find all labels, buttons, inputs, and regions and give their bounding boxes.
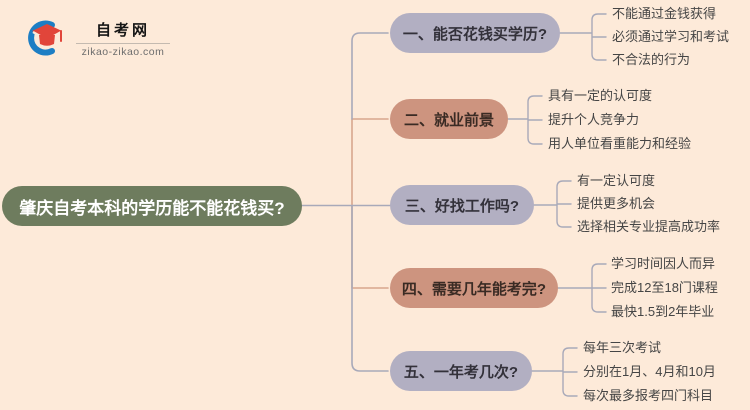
child-topic: 提供更多机会 [577,196,656,211]
bracket-branch-3 [533,180,572,228]
child-topic: 用人单位看重能力和经验 [548,136,692,151]
child-topic: 分别在1月、4月和10月 [583,364,716,379]
child-topic: 最快1.5到2年毕业 [611,304,715,319]
child-topic: 提升个人竞争力 [548,112,640,127]
child-topic: 每年三次考试 [583,340,662,355]
child-topic: 有一定认可度 [577,173,656,188]
child-topic: 不能通过金钱获得 [612,6,717,21]
child-topic: 具有一定的认可度 [548,88,653,103]
child-topic: 每次最多报考四门科目 [583,388,714,403]
child-topic: 必须通过学习和考试 [612,29,730,44]
branch-node-1: 一、能否花钱买学历? [390,13,560,53]
connector-branch-2 [351,118,389,207]
connector-branch-5 [351,205,389,372]
connector-branch-4 [351,205,389,289]
bracket-branch-2 [507,95,543,145]
connector-branch-1 [351,32,389,120]
root-node: 肇庆自考本科的学历能不能花钱买? [2,186,302,226]
child-topic: 选择相关专业提高成功率 [577,219,721,234]
bracket-branch-5 [531,347,578,397]
child-topic: 完成12至18门课程 [611,280,718,295]
site-name: 自考网 [95,22,150,39]
branch-node-4: 四、需要几年能考完? [390,268,558,308]
bracket-branch-1 [559,13,607,61]
graduation-cap-icon [26,16,68,63]
site-url: zikao-zikao.com [81,46,165,58]
logo-divider [76,43,170,44]
branch-node-5: 五、一年考几次? [390,351,532,391]
bracket-branch-4 [557,263,607,313]
site-logo[interactable]: 自考网 zikao-zikao.com [26,16,170,63]
child-topic: 不合法的行为 [612,52,691,67]
branch-node-2: 二、就业前景 [390,99,508,139]
branch-node-3: 三、好找工作吗? [390,185,534,225]
child-topic: 学习时间因人而异 [611,256,716,271]
